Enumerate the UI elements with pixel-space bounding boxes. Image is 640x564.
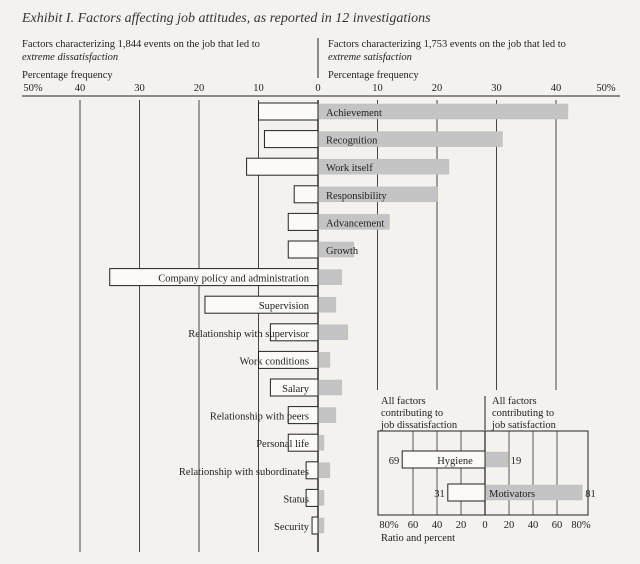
inset-tick-label: 60 (408, 520, 419, 531)
dissatisfaction-bar (287, 212, 319, 231)
inset-dissatisfaction-bar (447, 483, 486, 502)
tick-label: 10 (253, 83, 264, 94)
category-label: Advancement (326, 218, 384, 229)
satisfaction-bar (317, 379, 343, 396)
category-label: Security (274, 522, 310, 533)
category-label: Relationship with subordinates (179, 467, 309, 478)
inset-satisfaction-bar (484, 451, 509, 468)
satisfaction-bar (317, 269, 343, 285)
inset-tick-label: 80% (571, 520, 591, 531)
tick-label: 30 (491, 83, 502, 94)
category-label: Work conditions (240, 356, 309, 367)
inset-frame (377, 430, 589, 516)
inset-header-right: contributing to (492, 408, 554, 419)
bars (109, 102, 569, 535)
tick-label: 50% (23, 83, 43, 94)
category-label: Achievement (326, 108, 382, 119)
tick-label: 10 (372, 83, 383, 94)
dissatisfaction-bar (287, 433, 319, 452)
category-label: Supervision (259, 301, 310, 312)
inset-header-left: All factors (381, 396, 426, 407)
category-label: Personal life (256, 439, 309, 450)
tick-label: 30 (134, 83, 145, 94)
inset-header-right: job satisfaction (491, 420, 557, 431)
satisfaction-bar (317, 434, 325, 451)
dissatisfaction-bar (311, 516, 319, 535)
tick-label: 40 (75, 83, 86, 94)
inset-bar-label: Hygiene (437, 456, 473, 467)
category-label: Relationship with supervisor (188, 329, 309, 340)
tick-label: 20 (432, 83, 443, 94)
inset-header-left: job dissatisfaction (380, 420, 458, 431)
satisfaction-bar (317, 407, 337, 423)
dissatisfaction-bar (269, 323, 319, 342)
dissatisfaction-bar (287, 406, 319, 425)
dissatisfaction-bar (204, 295, 319, 314)
satisfaction-bar (317, 324, 348, 341)
inset-dissatisfaction-bar (401, 450, 486, 469)
inset-tick-label: 60 (552, 520, 563, 531)
inset-header-left: contributing to (381, 408, 443, 419)
dissatisfaction-bar (287, 240, 319, 259)
inset-header-right: All factors (492, 396, 537, 407)
category-label: Status (283, 494, 309, 505)
tick-label: 50% (596, 83, 616, 94)
dissatisfaction-bar (293, 185, 319, 204)
tick-label: 0 (315, 83, 320, 94)
left-header-line1: Factors characterizing 1,844 events on t… (22, 39, 260, 50)
dissatisfaction-bar (246, 157, 319, 176)
dissatisfaction-bar (305, 461, 319, 480)
dissatisfaction-bar (258, 350, 319, 369)
inset-value-satisfaction: 19 (511, 456, 522, 467)
axis-ticks: 50% 40 30 20 10 0 10 20 30 40 50% (23, 83, 616, 94)
left-header-line2: extreme dissatisfaction (22, 52, 118, 63)
right-axis-label: Percentage frequency (328, 70, 419, 81)
inset-tick-label: 20 (456, 520, 467, 531)
inset-value-dissatisfaction: 69 (389, 456, 400, 467)
inset-axis-label: Ratio and percent (381, 533, 455, 544)
inset-tick-label: 20 (504, 520, 515, 531)
tick-label: 20 (194, 83, 205, 94)
chart-title: Exhibit I. Factors affecting job attitud… (21, 11, 431, 26)
inset-tick-label: 80% (379, 520, 399, 531)
dissatisfaction-bar (263, 130, 319, 149)
right-header-line1: Factors characterizing 1,753 events on t… (328, 39, 566, 50)
inset-bar-label: Motivators (489, 489, 535, 500)
left-axis-label: Percentage frequency (22, 70, 113, 81)
dissatisfaction-bar (258, 102, 319, 121)
category-label: Salary (282, 384, 310, 395)
inset-value-satisfaction: 81 (585, 489, 596, 500)
satisfaction-bar (317, 296, 337, 313)
satisfaction-bar (317, 352, 331, 368)
category-label: Recognition (326, 136, 378, 147)
category-label: Growth (326, 246, 359, 257)
category-label: Relationship with peers (210, 412, 309, 423)
tick-label: 40 (551, 83, 562, 94)
right-header-line2: extreme satisfaction (328, 52, 412, 63)
inset-tick-label: 40 (432, 520, 443, 531)
inset-tick-label: 40 (528, 520, 539, 531)
satisfaction-bar (317, 462, 331, 479)
dissatisfaction-bar (269, 378, 319, 397)
dissatisfaction-bar (109, 268, 319, 287)
category-label: Responsibility (326, 191, 387, 202)
inset-value-dissatisfaction: 31 (434, 489, 445, 500)
category-label: Company policy and administration (158, 274, 310, 285)
dissatisfaction-bar (305, 488, 319, 507)
category-label: Work itself (326, 163, 373, 174)
satisfaction-bar (317, 490, 325, 506)
inset-tick-label: 0 (482, 520, 487, 531)
satisfaction-bar (317, 517, 325, 534)
